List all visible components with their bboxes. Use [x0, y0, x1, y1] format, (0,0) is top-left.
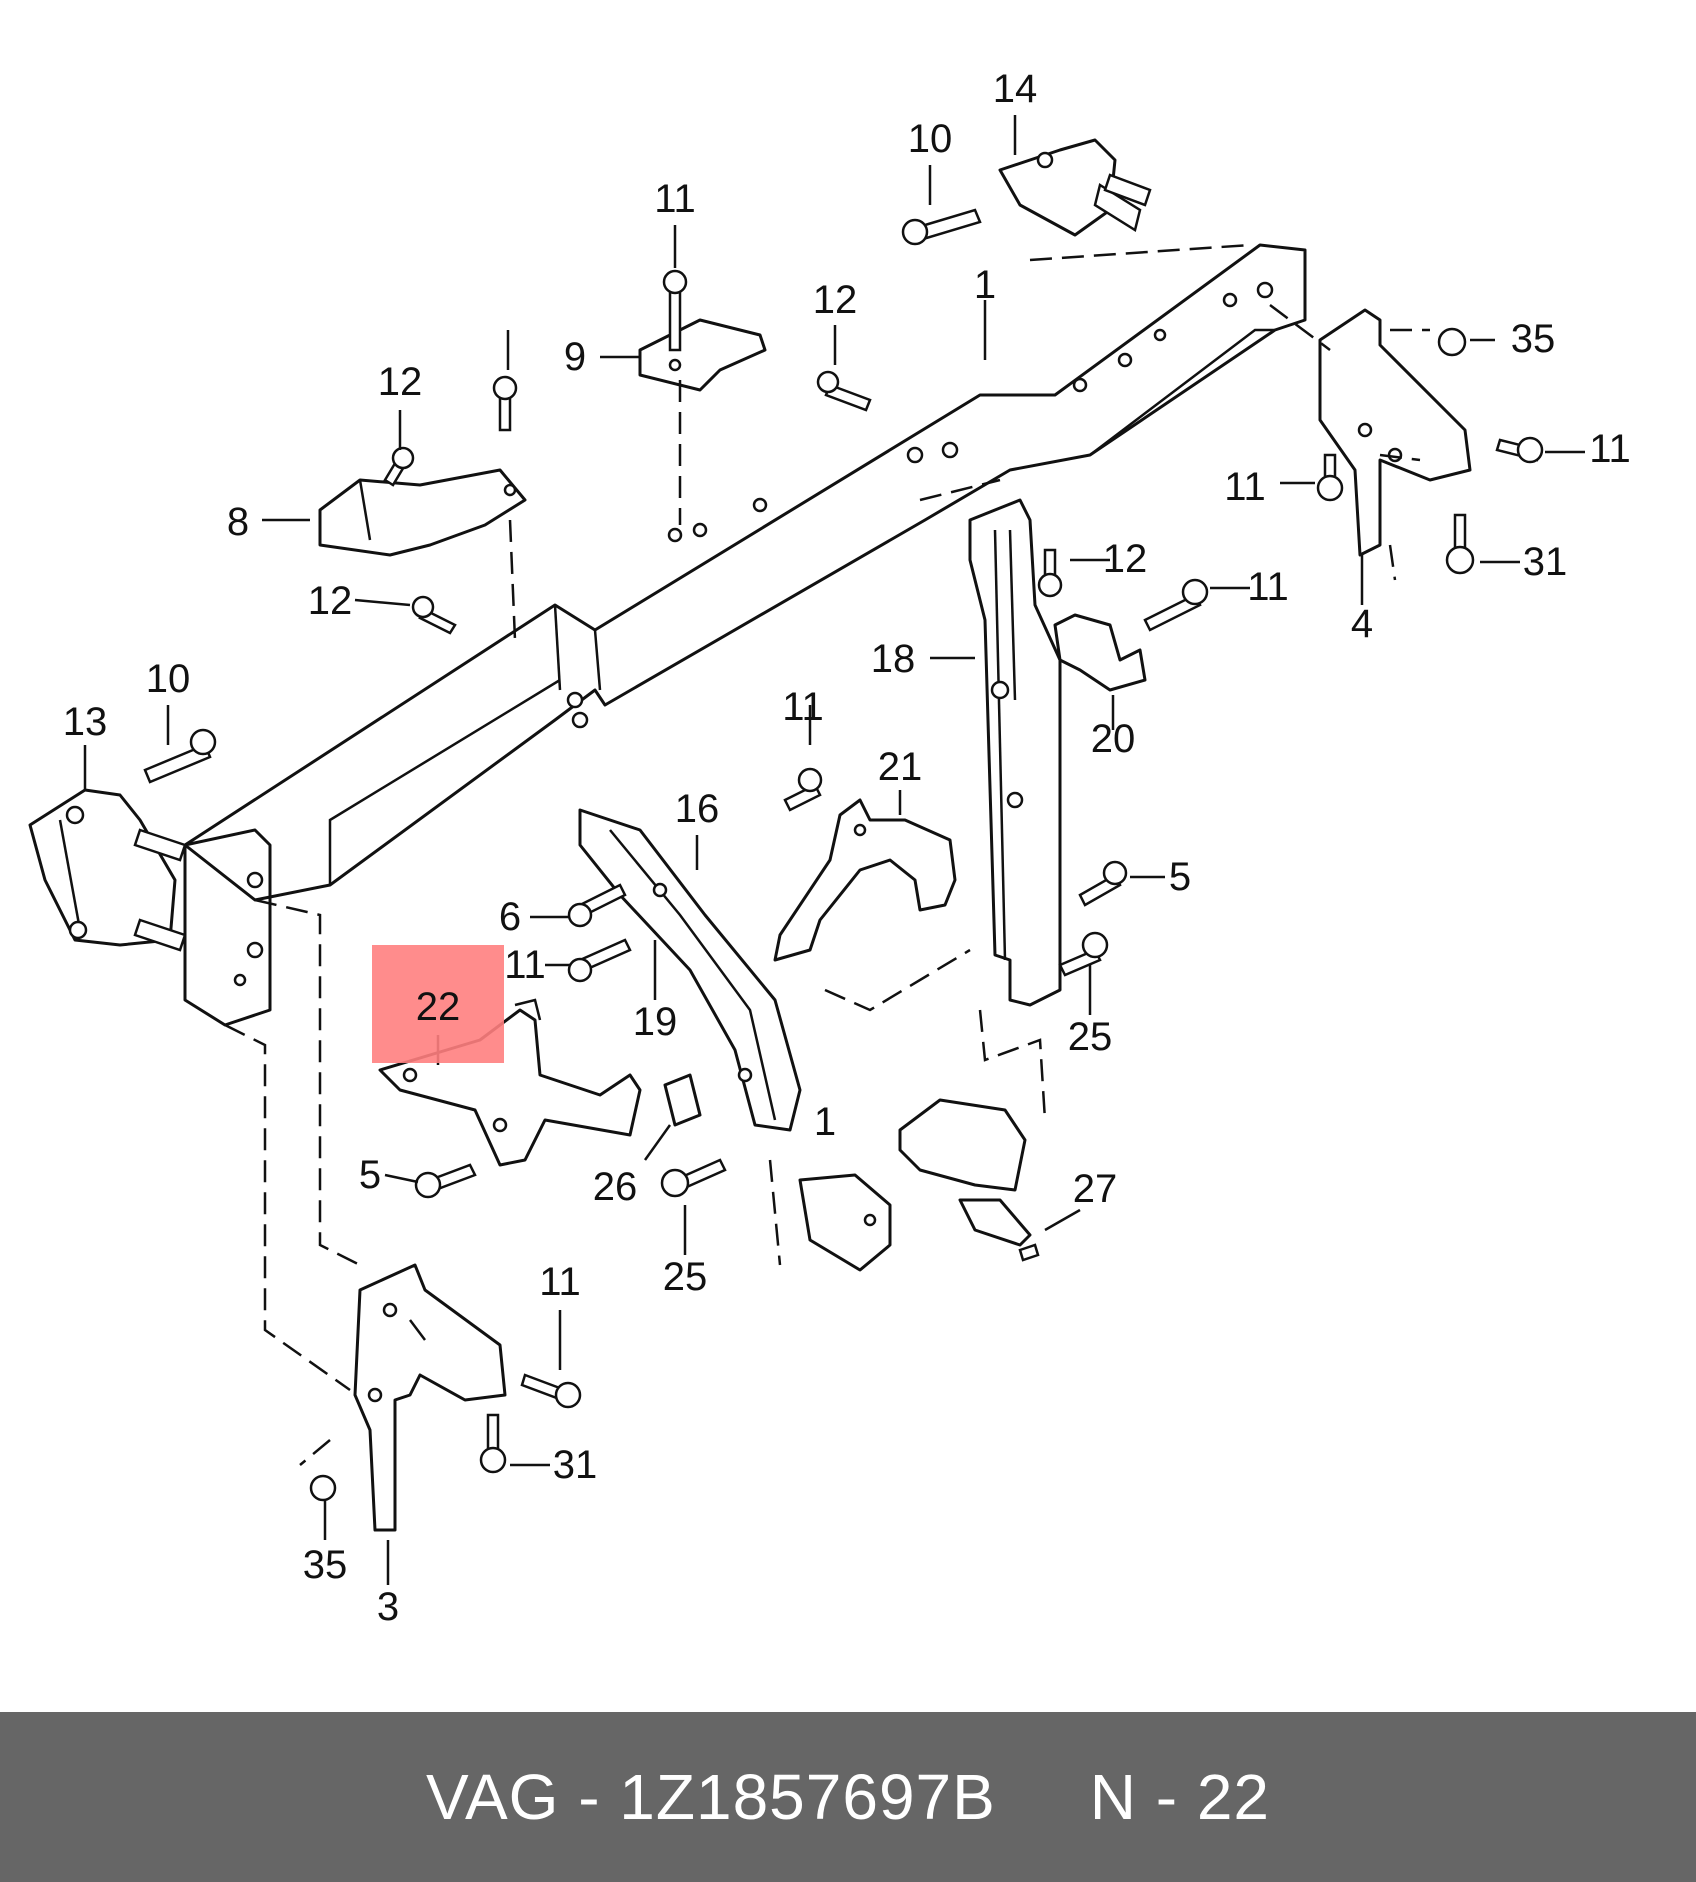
callout-label: 9	[564, 335, 586, 379]
callout-label: 11	[504, 943, 546, 987]
callout-label: 13	[63, 700, 108, 744]
callout-label: 12	[1103, 537, 1148, 581]
mount-14	[998, 138, 1152, 237]
bracket-22	[378, 998, 642, 1167]
callout-label: 11	[539, 1260, 581, 1304]
callout-label: 12	[308, 579, 353, 623]
bracket-8	[318, 468, 527, 557]
callout-labels: 1 1 3 4 5 5 5 6 8 9 10 10 11 11 11 11 11…	[63, 67, 1631, 1629]
mount-13	[28, 788, 187, 952]
leader-lines	[83, 115, 1585, 1585]
callout-label: 11	[1589, 427, 1631, 471]
callout-label: 19	[633, 1000, 678, 1044]
callout-label: 5	[359, 1153, 381, 1197]
callout-label: 10	[146, 657, 191, 701]
callout-label: 11	[782, 685, 824, 729]
callout-label: 8	[227, 500, 249, 544]
callout-label: 6	[499, 895, 521, 939]
bracket-20	[1053, 613, 1147, 692]
highlight-box-22	[372, 945, 504, 1063]
callout-label: 35	[1511, 317, 1556, 361]
callout-label: 25	[663, 1255, 708, 1299]
bracket-3	[353, 1263, 507, 1532]
callout-label: 1	[814, 1100, 836, 1144]
callout-label: 12	[813, 278, 858, 322]
callout-label: 18	[871, 637, 916, 681]
callout-label: 14	[993, 67, 1038, 111]
callout-label: 12	[378, 360, 423, 404]
callout-label: 11	[654, 177, 696, 221]
callout-label: 22	[416, 985, 461, 1029]
left-end-plate	[183, 828, 272, 1027]
callout-label: 4	[1351, 602, 1373, 646]
cross-member-beam	[183, 243, 1307, 902]
callout-label: 35	[303, 1543, 348, 1587]
part-number-label: VAG - 1Z1857697B N - 22	[426, 1761, 1270, 1833]
clip-26	[663, 1073, 702, 1127]
callout-label: 16	[675, 787, 720, 831]
lower-plate	[798, 1098, 1032, 1272]
callout-label: 10	[908, 117, 953, 161]
exploded-parts-diagram: 1 1 3 4 5 5 5 6 8 9 10 10 11 11 11 11 11…	[28, 67, 1631, 1629]
bolts	[143, 208, 1544, 1502]
bracket-9	[638, 318, 767, 392]
callout-label: 21	[878, 745, 923, 789]
callout-label: 11	[1224, 465, 1266, 509]
callout-label: 1	[974, 263, 996, 307]
part-number-footer: VAG - 1Z1857697B N - 22	[0, 1712, 1696, 1882]
callout-label: 25	[1068, 1015, 1113, 1059]
vertical-member-18	[968, 498, 1062, 1007]
callout-label: 3	[377, 1585, 399, 1629]
callout-label: 27	[1073, 1167, 1118, 1211]
support-16	[578, 808, 802, 1132]
bracket-21	[773, 798, 957, 962]
callout-label: 20	[1091, 717, 1136, 761]
callout-label: 5	[1169, 855, 1191, 899]
callout-label: 26	[593, 1165, 638, 1209]
callout-label: 11	[1247, 565, 1289, 609]
assembly-lines	[224, 243, 1430, 1466]
callout-label: 31	[553, 1443, 598, 1487]
callout-label: 31	[1523, 540, 1568, 584]
